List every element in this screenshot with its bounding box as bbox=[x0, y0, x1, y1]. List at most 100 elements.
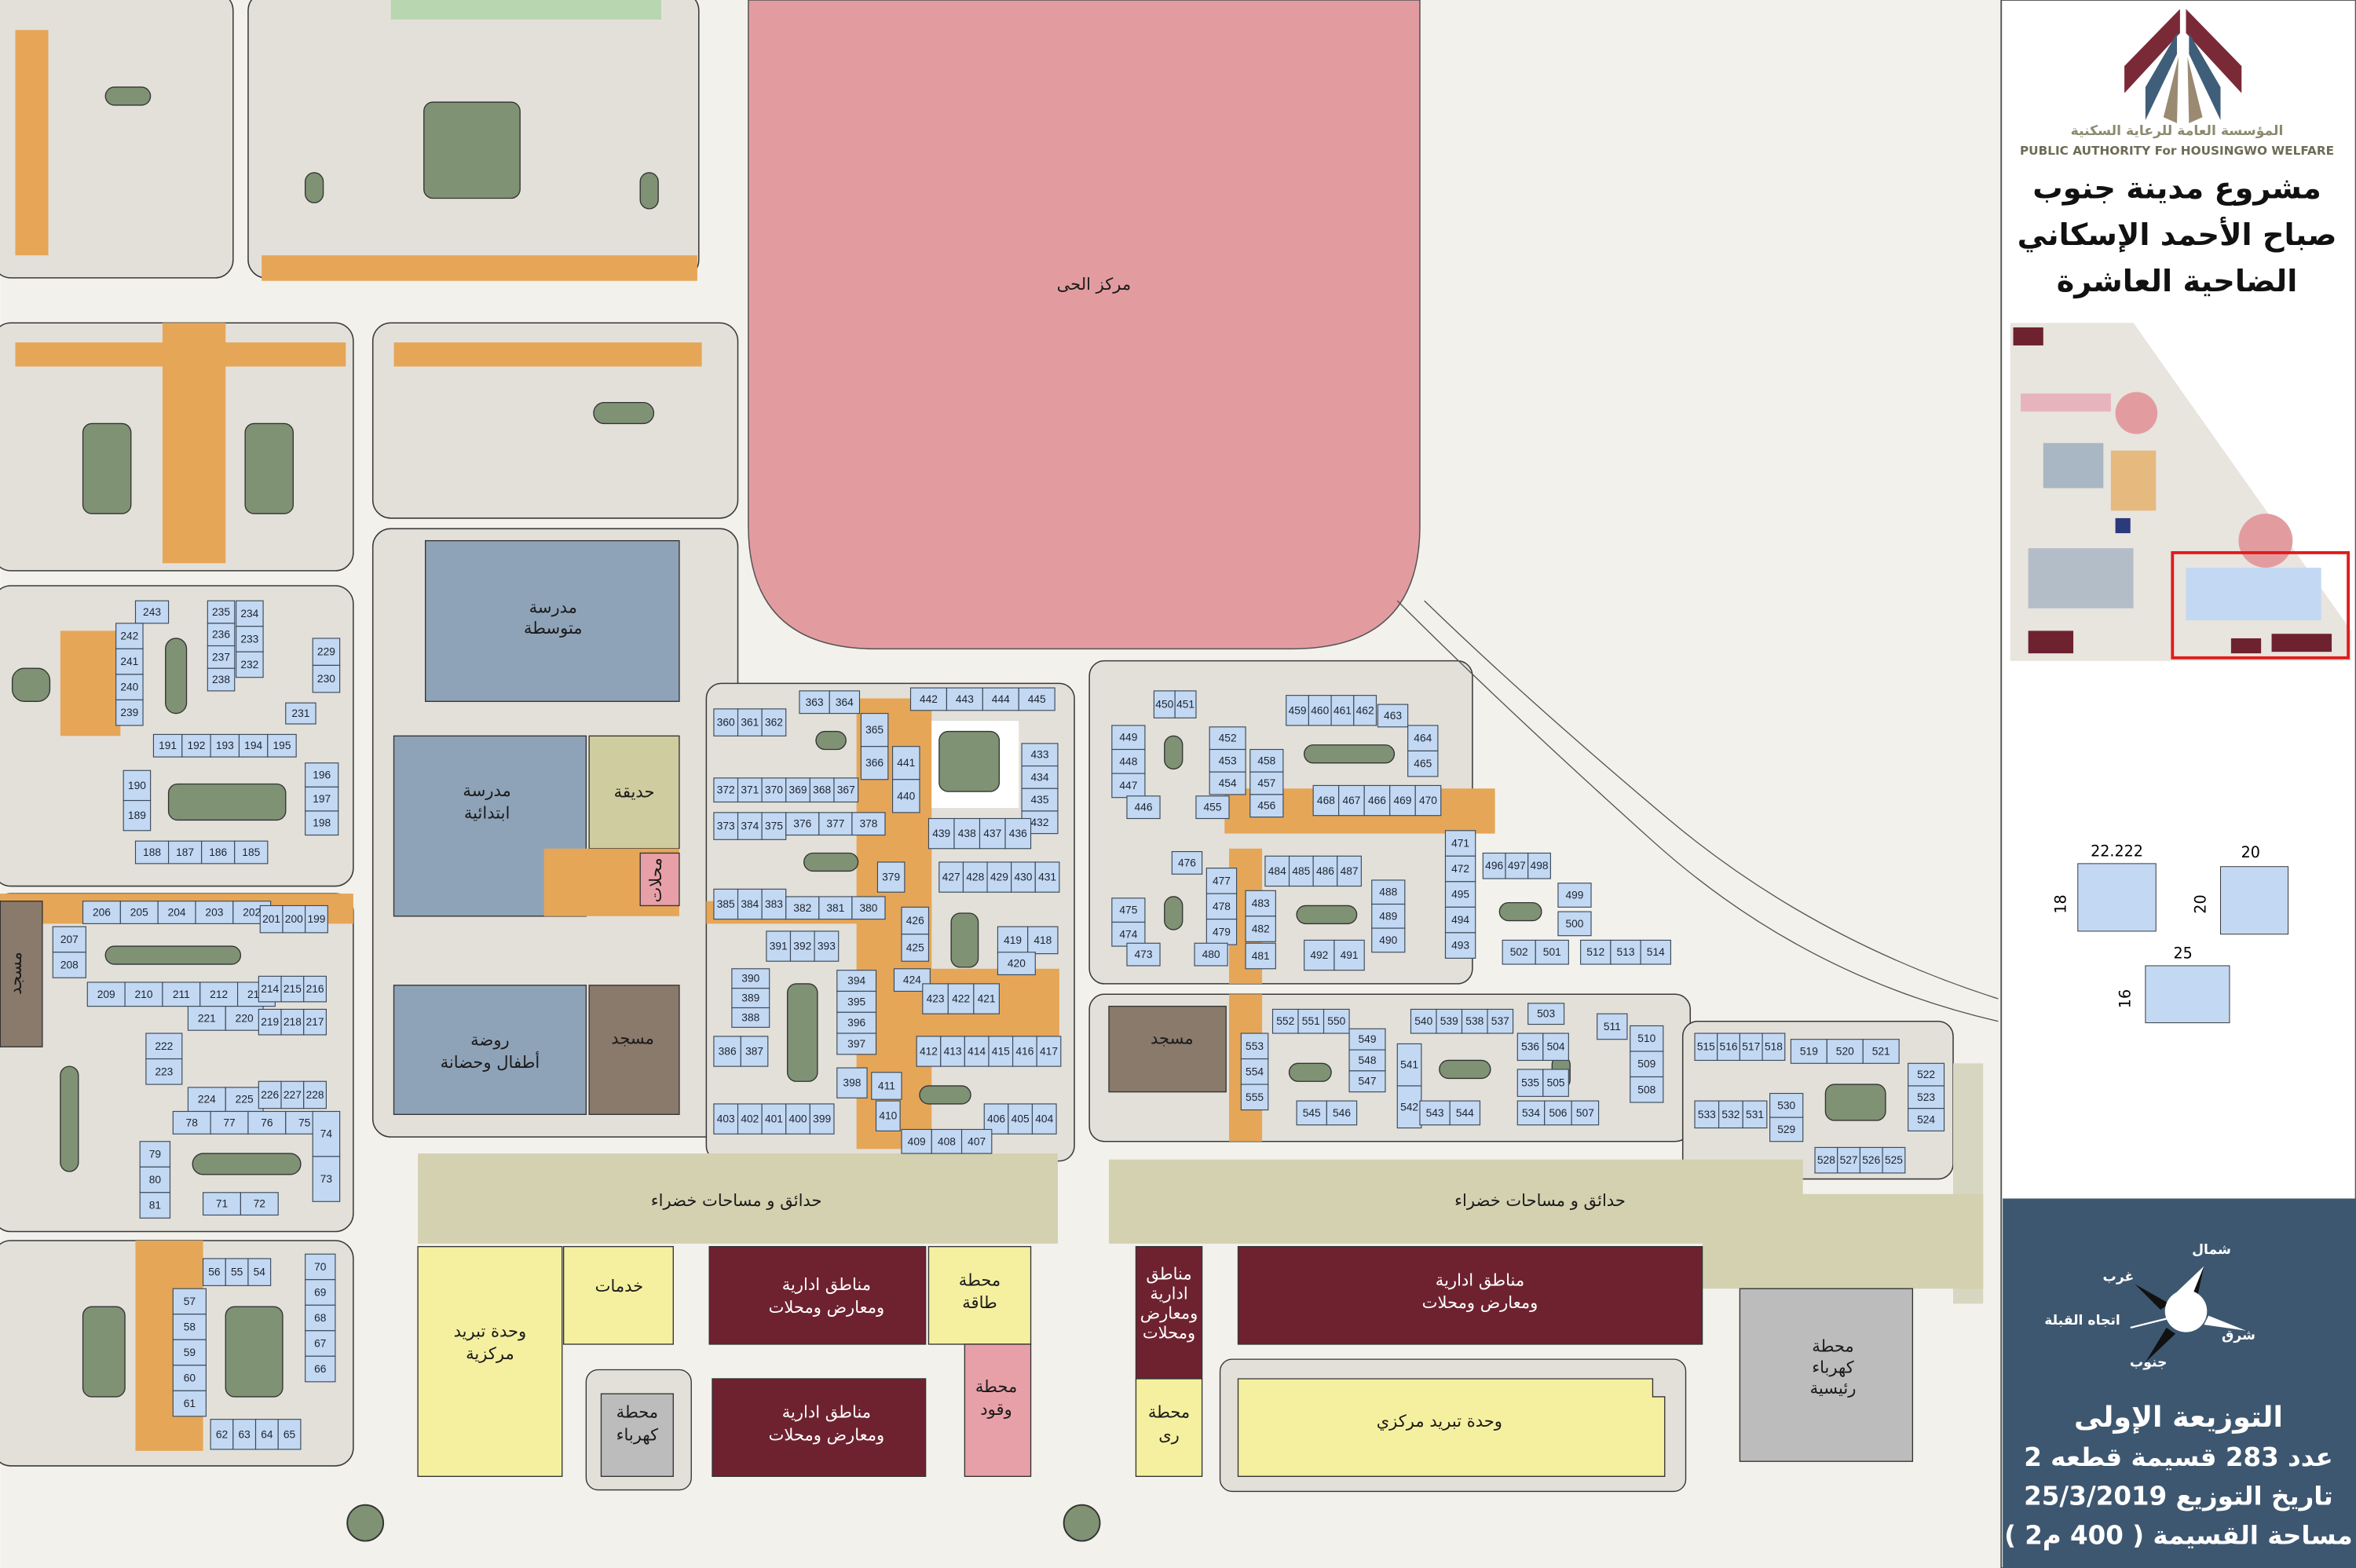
plot[interactable] bbox=[1111, 725, 1146, 751]
plot[interactable] bbox=[876, 861, 905, 893]
plot[interactable] bbox=[737, 888, 763, 920]
plot[interactable] bbox=[123, 799, 152, 832]
plot[interactable] bbox=[901, 906, 930, 935]
plot[interactable] bbox=[172, 1288, 207, 1315]
plot[interactable] bbox=[1126, 795, 1161, 820]
plot[interactable] bbox=[1363, 784, 1391, 817]
plot[interactable] bbox=[1111, 921, 1146, 947]
plot[interactable] bbox=[1694, 1033, 1718, 1062]
plot[interactable] bbox=[1597, 1013, 1628, 1040]
plot[interactable] bbox=[875, 1100, 901, 1131]
plot[interactable] bbox=[234, 840, 269, 864]
plot[interactable] bbox=[1171, 851, 1203, 875]
plot[interactable] bbox=[946, 687, 983, 711]
plot[interactable] bbox=[312, 1110, 341, 1157]
plot[interactable] bbox=[259, 905, 284, 934]
plot[interactable] bbox=[247, 1258, 272, 1286]
plot[interactable] bbox=[1018, 687, 1055, 711]
plot[interactable] bbox=[1333, 939, 1365, 971]
plot[interactable] bbox=[947, 983, 975, 1014]
plot[interactable] bbox=[139, 1192, 171, 1219]
plot[interactable] bbox=[238, 733, 269, 758]
plot[interactable] bbox=[305, 1279, 336, 1306]
plot[interactable] bbox=[305, 1330, 336, 1357]
plot[interactable] bbox=[829, 690, 861, 715]
plot[interactable] bbox=[713, 888, 739, 920]
plot[interactable] bbox=[1371, 927, 1406, 953]
plot[interactable] bbox=[1414, 784, 1442, 817]
plot[interactable] bbox=[52, 926, 86, 953]
plot[interactable] bbox=[1580, 939, 1612, 965]
plot[interactable] bbox=[280, 1080, 305, 1109]
plot[interactable] bbox=[305, 1355, 336, 1383]
plot[interactable] bbox=[1444, 906, 1476, 934]
plot[interactable] bbox=[1742, 1100, 1768, 1129]
plot[interactable] bbox=[145, 1058, 183, 1085]
plot[interactable] bbox=[1630, 1025, 1664, 1052]
plot[interactable] bbox=[1444, 932, 1476, 959]
plot[interactable] bbox=[172, 1110, 211, 1135]
plot[interactable] bbox=[258, 1080, 282, 1109]
plot[interactable] bbox=[1908, 1108, 1945, 1131]
plot[interactable] bbox=[962, 861, 988, 893]
plot[interactable] bbox=[964, 1036, 990, 1067]
plot[interactable] bbox=[1348, 1070, 1386, 1093]
plot[interactable] bbox=[1348, 1049, 1386, 1072]
plot[interactable] bbox=[1544, 1100, 1572, 1126]
plot[interactable] bbox=[1535, 939, 1569, 965]
plot[interactable] bbox=[785, 812, 820, 836]
plot[interactable] bbox=[1717, 1033, 1740, 1062]
plot[interactable] bbox=[1111, 897, 1146, 923]
plot[interactable] bbox=[809, 1103, 835, 1135]
plot[interactable] bbox=[1011, 861, 1036, 893]
plot[interactable] bbox=[979, 817, 1006, 850]
plot[interactable] bbox=[181, 733, 211, 758]
plot[interactable] bbox=[312, 638, 341, 666]
plot[interactable] bbox=[1264, 855, 1290, 887]
plot[interactable] bbox=[1209, 771, 1246, 795]
plot[interactable] bbox=[225, 1006, 264, 1031]
plot[interactable] bbox=[1502, 939, 1536, 965]
plot[interactable] bbox=[115, 699, 144, 726]
plot[interactable] bbox=[938, 861, 964, 893]
plot[interactable] bbox=[836, 1067, 868, 1098]
plot[interactable] bbox=[1296, 1100, 1327, 1126]
plot[interactable] bbox=[1034, 861, 1060, 893]
plot[interactable] bbox=[1837, 1146, 1861, 1174]
plot[interactable] bbox=[851, 896, 886, 920]
plot[interactable] bbox=[303, 1080, 327, 1109]
plot[interactable] bbox=[737, 812, 763, 840]
plot[interactable] bbox=[168, 840, 203, 864]
plot[interactable] bbox=[1304, 939, 1335, 971]
plot[interactable] bbox=[982, 687, 1019, 711]
plot[interactable] bbox=[713, 708, 739, 736]
plot[interactable] bbox=[860, 746, 889, 780]
plot[interactable] bbox=[927, 817, 955, 850]
plot[interactable] bbox=[52, 952, 86, 978]
plot[interactable] bbox=[836, 1033, 877, 1055]
plot[interactable] bbox=[737, 1103, 763, 1135]
plot[interactable] bbox=[1031, 1103, 1057, 1135]
plot[interactable] bbox=[277, 1419, 302, 1450]
plot[interactable] bbox=[1027, 926, 1059, 955]
plot[interactable] bbox=[901, 934, 930, 962]
plot[interactable] bbox=[761, 777, 787, 803]
plot[interactable] bbox=[891, 779, 920, 813]
plot[interactable] bbox=[740, 1036, 769, 1067]
plot[interactable] bbox=[86, 981, 126, 1007]
plot[interactable] bbox=[303, 1008, 327, 1036]
plot[interactable] bbox=[960, 1128, 993, 1154]
plot[interactable] bbox=[851, 812, 886, 836]
plot[interactable] bbox=[312, 664, 341, 693]
plot[interactable] bbox=[871, 1072, 902, 1100]
plot[interactable] bbox=[1610, 939, 1641, 965]
plot[interactable] bbox=[1205, 868, 1238, 894]
plot[interactable] bbox=[785, 777, 810, 803]
plot[interactable] bbox=[172, 1314, 207, 1340]
plot[interactable] bbox=[1410, 1008, 1437, 1034]
plot[interactable] bbox=[82, 901, 121, 924]
plot[interactable] bbox=[1542, 1033, 1569, 1062]
plot[interactable] bbox=[1245, 890, 1276, 917]
plot[interactable] bbox=[1021, 788, 1059, 812]
plot[interactable] bbox=[1694, 1100, 1720, 1129]
